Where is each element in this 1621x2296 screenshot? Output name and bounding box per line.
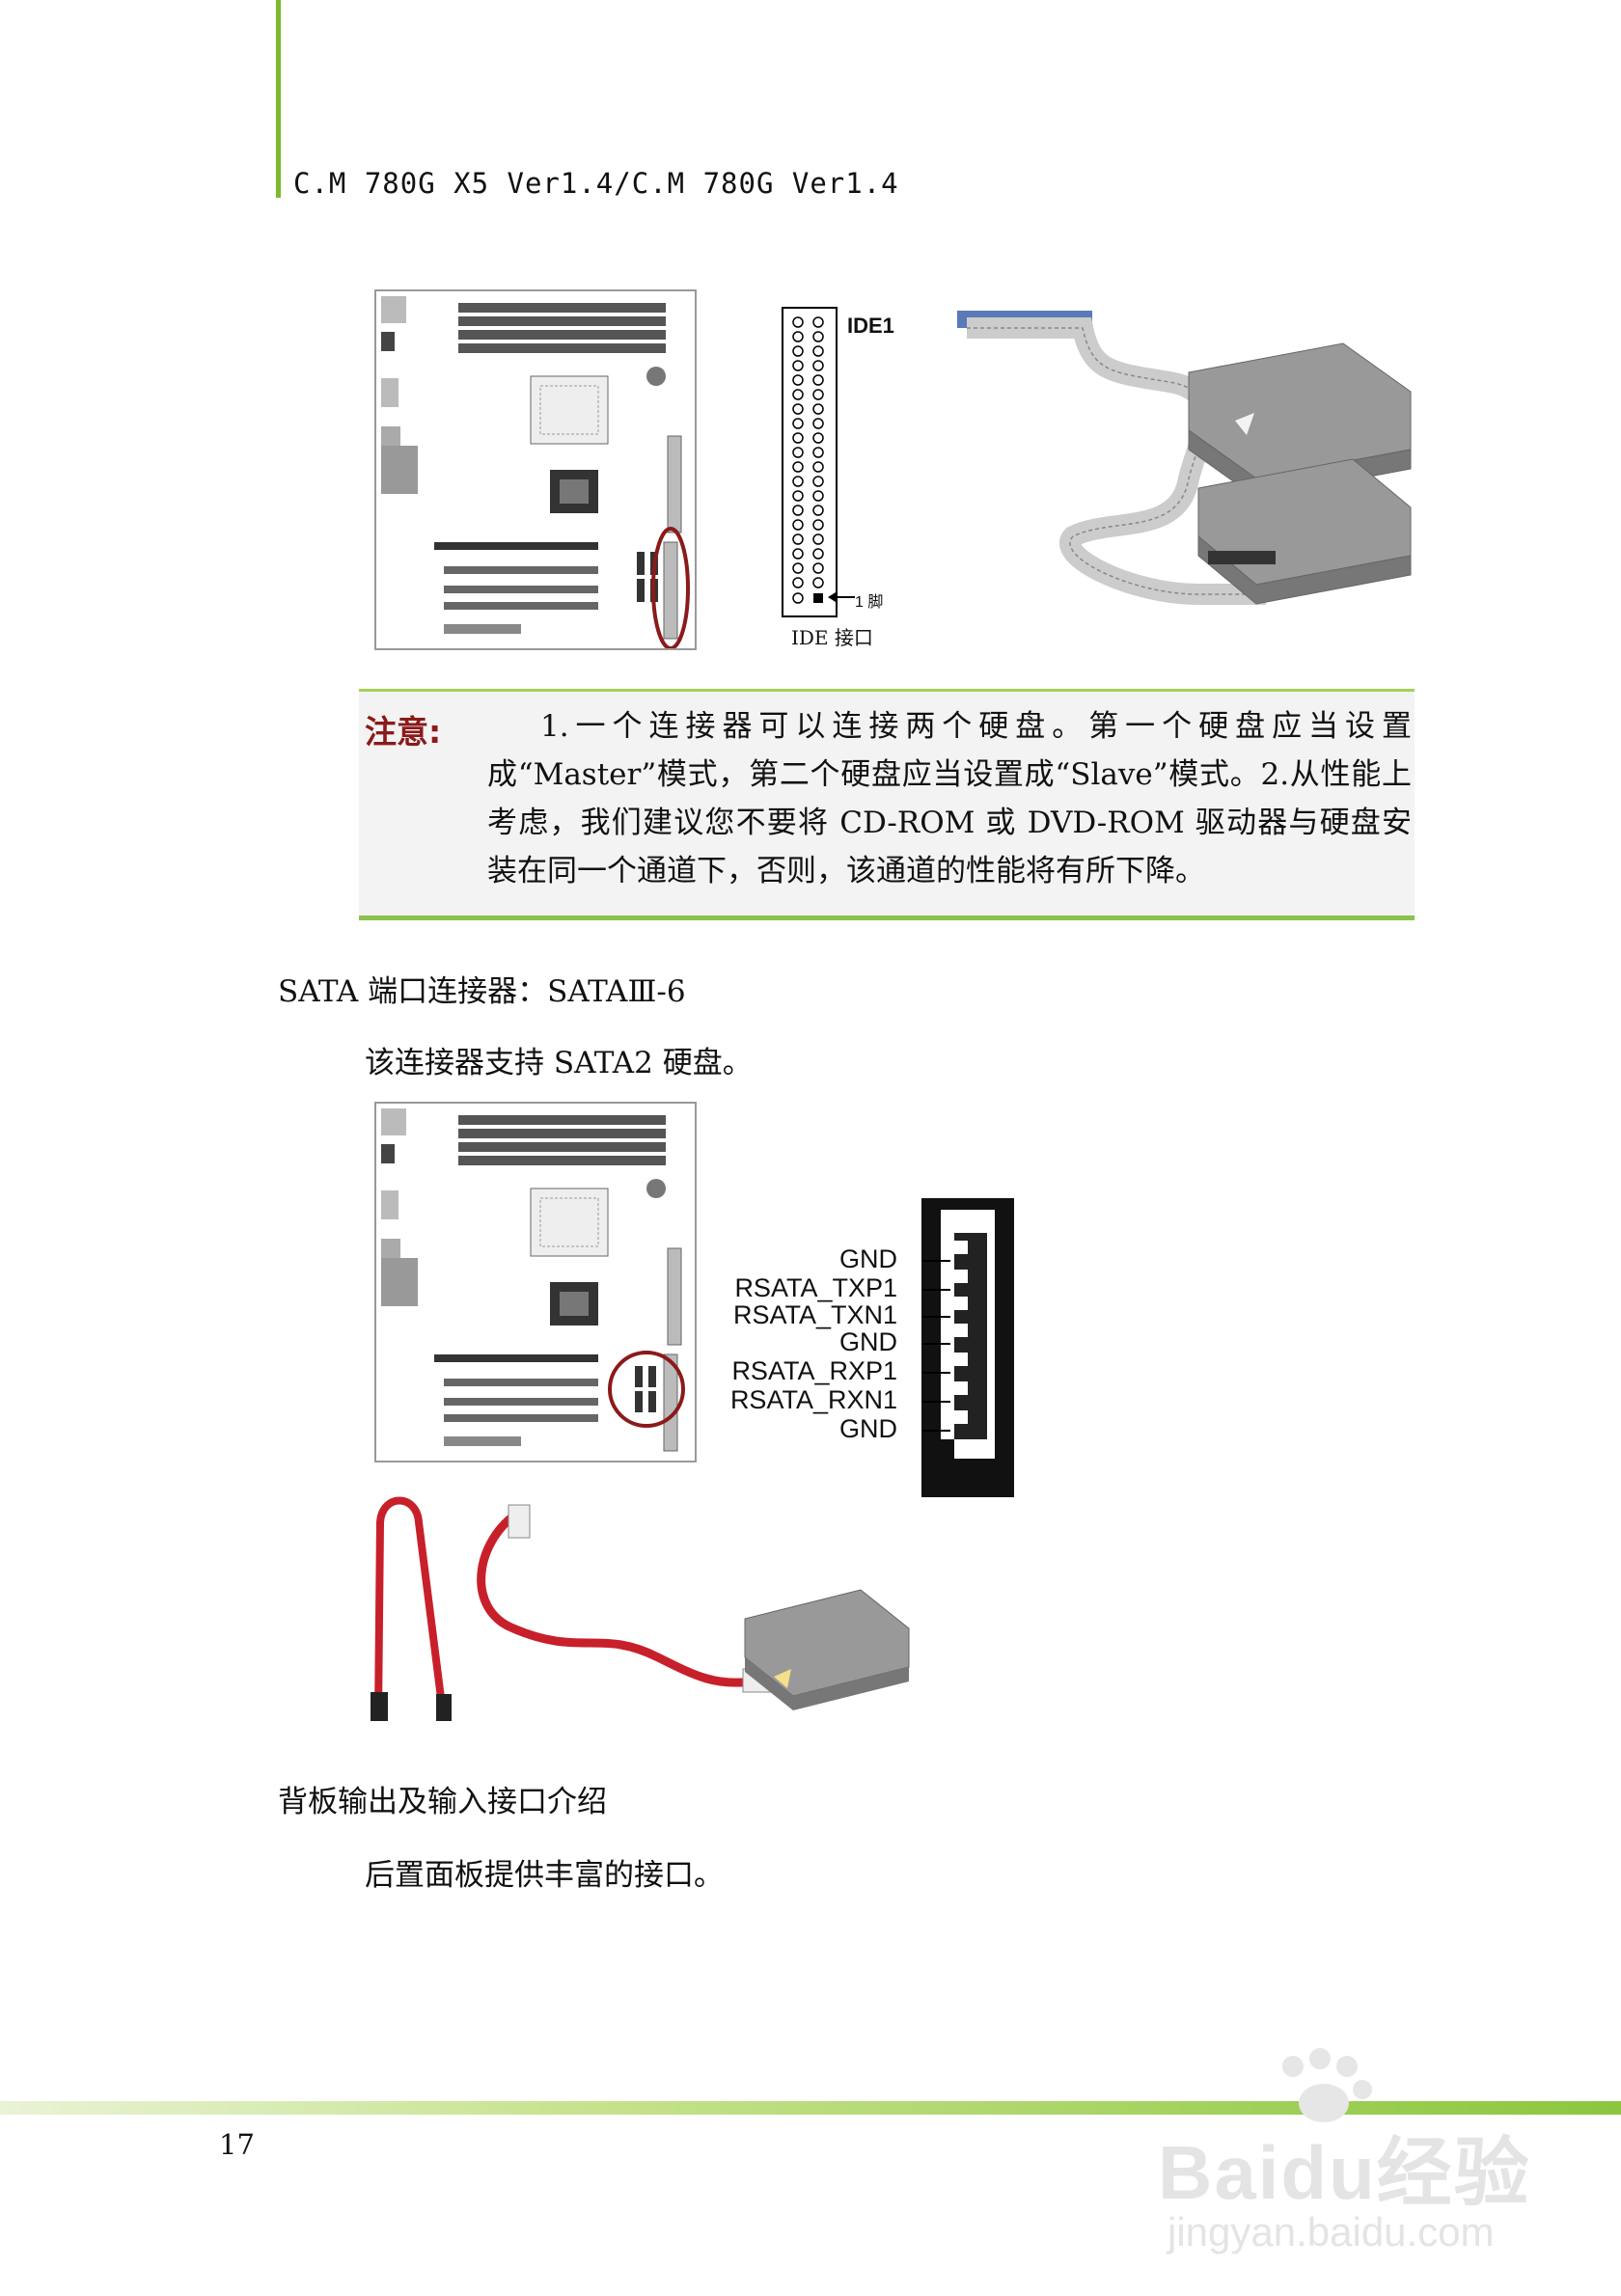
motherboard-diagram-ide <box>374 289 697 650</box>
watermark-brand: Baidu经验 <box>1158 2130 1531 2215</box>
sata-pin-label: GND <box>839 1244 897 1273</box>
sata-pin-leads <box>921 1206 950 1457</box>
watermark-url: jingyan.baidu.com <box>1168 2209 1495 2255</box>
pin1-arrow-icon <box>828 592 855 602</box>
sata-pin-label: GND <box>839 1327 897 1356</box>
pin1-label: 1 脚 <box>855 594 884 611</box>
ide-caption: IDE 接口 <box>791 626 873 649</box>
sata-heading: SATA 端口连接器：SATAⅢ-6 <box>278 974 686 1009</box>
backpanel-description: 后置面板提供丰富的接口。 <box>365 1858 724 1893</box>
note-box <box>359 689 1415 920</box>
note-text: 1.一个连接器可以连接两个硬盘。第一个硬盘应当设置成“Master”模式，第二个… <box>487 709 1412 888</box>
sata-pin-label: RSATA_RXN1 <box>729 1385 897 1414</box>
backpanel-heading: 背板输出及输入接口介绍 <box>278 1785 607 1819</box>
sata-cable-illustration <box>359 1484 919 1735</box>
sata-connector-diagram <box>921 1198 1014 1497</box>
sata-pin-label: RSATA_TXP1 <box>734 1273 897 1302</box>
sata-pin-label: RSATA_TXN1 <box>732 1300 897 1329</box>
footer-bar <box>0 2101 1621 2115</box>
header-rule <box>276 0 281 198</box>
sata-pin-label: GND <box>839 1414 897 1443</box>
sata-pin-label: RSATA_RXP1 <box>731 1356 897 1385</box>
header-title: C.M 780G X5 Ver1.4/C.M 780G Ver1.4 <box>293 167 899 200</box>
baidu-jingyan-watermark: Baidu经验 jingyan.baidu.com <box>1148 2045 1582 2257</box>
note-label: 注意: <box>365 713 442 751</box>
sata-description: 该连接器支持 SATA2 硬盘。 <box>365 1046 753 1080</box>
ide1-title: IDE1 <box>847 314 894 338</box>
ide-pin-header <box>782 307 838 617</box>
motherboard-diagram-sata <box>374 1102 697 1462</box>
ide-cable-illustration <box>957 305 1413 614</box>
page-number: 17 <box>219 2128 255 2161</box>
